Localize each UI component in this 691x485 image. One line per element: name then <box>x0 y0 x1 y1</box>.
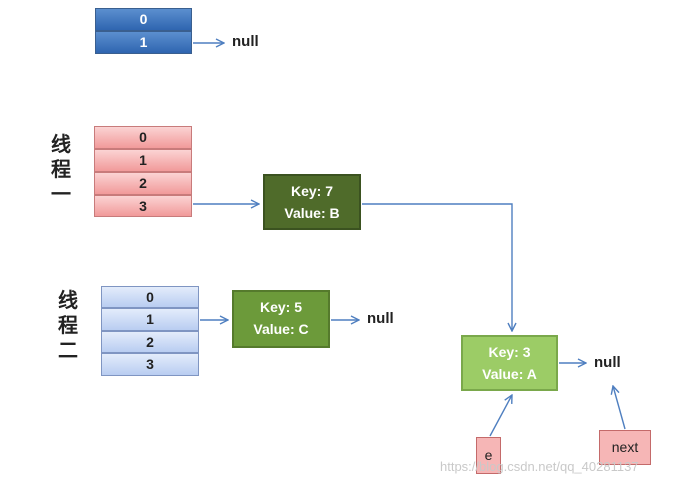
thread1-label-char: 线 <box>51 132 71 156</box>
node-key3-null: null <box>594 354 621 371</box>
thread1-array-cell-2: 2 <box>94 172 192 195</box>
node-key5-key: Key: 5 <box>259 299 303 315</box>
top-array-null: null <box>232 33 259 50</box>
thread1-array-cell-0: 0 <box>94 126 192 149</box>
node-key5-value: Value: C <box>253 321 309 337</box>
arrow-e-to-key3 <box>489 395 512 437</box>
node-key3-key: Key: 3 <box>488 344 531 360</box>
thread1-label-char: 一 <box>51 182 71 206</box>
thread2-array-cell-0: 0 <box>101 286 199 308</box>
watermark: https://blog.csdn.net/qq_40281137 <box>440 459 639 474</box>
node-key7-key: Key: 7 <box>290 183 334 199</box>
pointer-next: next <box>599 430 651 465</box>
top-array-cell-1: 1 <box>95 31 192 54</box>
node-key5-null: null <box>367 310 394 327</box>
top-array-cell-0: 0 <box>95 8 192 31</box>
thread1-array-cell-1: 1 <box>94 149 192 172</box>
thread2-label-char: 程 <box>58 313 78 337</box>
thread2-array-cell-1: 1 <box>101 308 199 331</box>
arrow-next-to-null <box>613 386 626 430</box>
thread1-array-cell-3: 3 <box>94 195 192 217</box>
node-key5: Key: 5 Value: C <box>232 290 330 348</box>
node-key3: Key: 3 Value: A <box>461 335 558 391</box>
node-key7: Key: 7 Value: B <box>263 174 361 230</box>
node-key3-value: Value: A <box>482 366 537 382</box>
arrow-key7-to-key3 <box>362 203 512 331</box>
thread2-array-cell-3: 3 <box>101 353 199 376</box>
thread2-label-char: 线 <box>58 288 78 312</box>
thread2-label-char: 二 <box>58 338 78 362</box>
thread1-label-char: 程 <box>51 157 71 181</box>
node-key7-value: Value: B <box>284 205 340 221</box>
pointer-e: e <box>476 437 501 474</box>
thread2-array-cell-2: 2 <box>101 331 199 353</box>
